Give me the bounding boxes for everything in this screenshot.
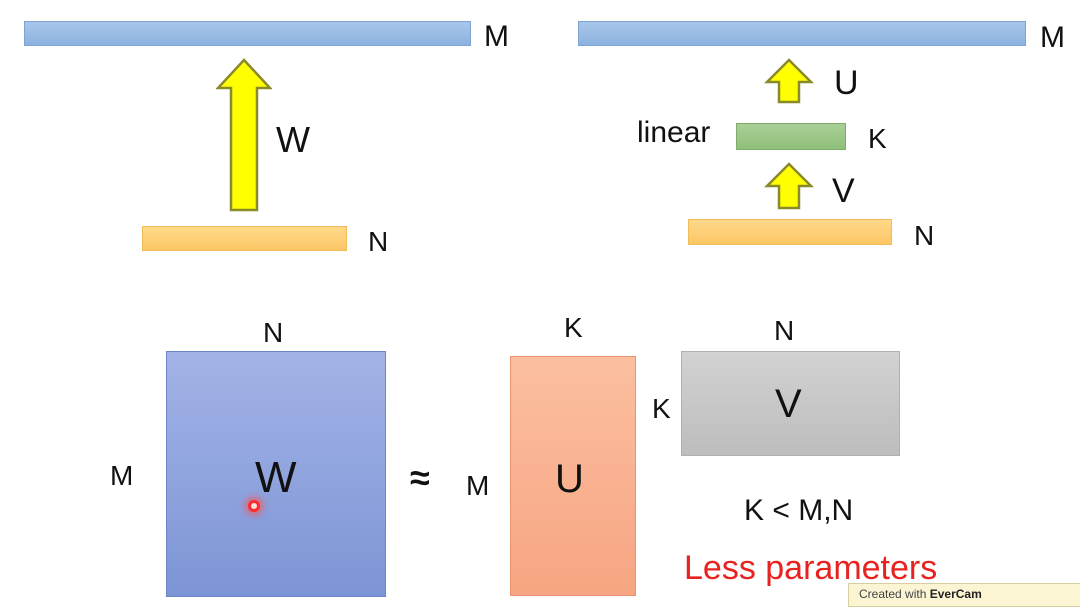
less-parameters-note: Less parameters [684, 549, 938, 587]
recorder-watermark: Created with EverCam [848, 583, 1080, 607]
watermark-brand: EverCam [929, 587, 982, 601]
arrow-up-icon-v [764, 162, 814, 210]
output-dim-label-left: M [484, 20, 509, 53]
matrix-v-label: V [775, 382, 802, 426]
arrow-up-icon-u [764, 58, 814, 104]
arrow-up-icon-w [216, 58, 272, 212]
matrix-w-top-dim: N [263, 317, 284, 348]
matrix-u: U [510, 356, 636, 596]
matrix-w: W [166, 351, 386, 597]
matrix-v-side-dim: K [652, 393, 671, 424]
input-dim-label-right: N [914, 220, 935, 251]
watermark-prefix: Created with [859, 587, 927, 601]
weight-label-w: W [276, 119, 310, 160]
output-dim-label-right: M [1040, 21, 1065, 54]
matrix-v-top-dim: N [774, 315, 795, 346]
arrow-w-shape [216, 58, 272, 212]
matrix-w-side-dim: M [110, 460, 134, 491]
matrix-u-side-dim: M [466, 470, 490, 501]
hidden-layer-caption: linear [637, 116, 711, 149]
matrix-w-label: W [255, 453, 297, 502]
output-layer-bar-left [24, 21, 471, 46]
output-layer-bar-right [578, 21, 1026, 46]
arrow-u-shape [764, 58, 814, 104]
hidden-dim-label: K [868, 123, 887, 154]
arrow-v-shape [764, 162, 814, 210]
rank-constraint: K < M,N [744, 494, 854, 527]
matrix-u-top-dim: K [564, 312, 583, 343]
input-layer-bar-left [142, 226, 347, 251]
input-layer-bar-right [688, 219, 892, 245]
approx-symbol: ≈ [410, 457, 430, 498]
mouse-pointer-indicator [248, 500, 260, 512]
hidden-layer-bar [736, 123, 846, 150]
matrix-u-label: U [555, 457, 584, 501]
weight-label-v: V [832, 172, 855, 210]
input-dim-label-left: N [368, 226, 389, 257]
weight-label-u: U [834, 64, 859, 102]
matrix-v: V [681, 351, 900, 456]
